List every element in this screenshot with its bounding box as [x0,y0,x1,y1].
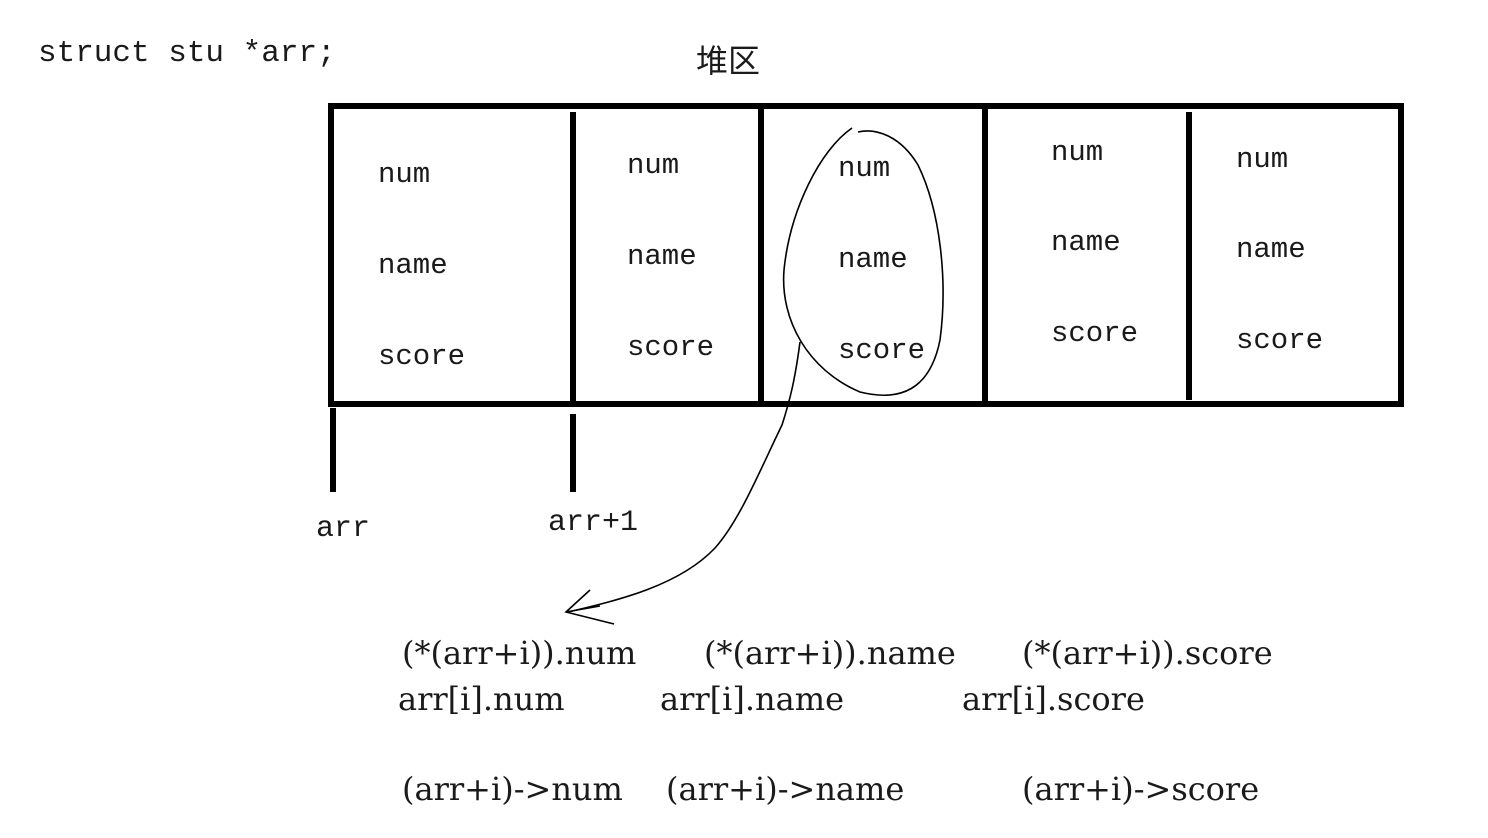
expr-deref-score: (*(arr+i)).score [1022,634,1273,672]
cell-1-field-name: name [627,240,697,273]
declaration-text: struct stu *arr; [38,36,336,71]
heap-label: 堆区 [696,42,761,80]
expr-index-name: arr[i].name [660,680,845,718]
pointer-label-arr-plus-1: arr+1 [548,506,639,540]
expr-arrow-score: (arr+i)->score [1022,770,1260,808]
cell-1-field-score: score [627,331,715,364]
cell-1-field-num: num [627,149,680,182]
cell-4-field-num: num [1236,143,1289,176]
cell-divider-3 [982,108,988,404]
heap-memory-box [328,103,1404,407]
cell-0-field-num: num [378,158,431,191]
cell-4-field-score: score [1236,324,1324,357]
pointer-arr-tick [330,408,336,492]
arrow-head [564,589,615,625]
expr-arrow-name: (arr+i)->name [666,770,905,808]
cell-divider-2 [758,108,764,404]
cell-2-field-num: num [838,152,891,185]
highlight-circle [782,127,944,396]
expr-deref-num: (*(arr+i)).num [402,634,637,672]
expr-index-num: arr[i].num [398,680,565,718]
expr-deref-name: (*(arr+i)).name [704,634,956,672]
cell-0-field-score: score [378,340,466,373]
cell-divider-1 [570,112,576,404]
pointer-label-arr: arr [316,512,371,546]
expr-arrow-num: (arr+i)->num [402,770,623,808]
pointer-arr1-tick [570,414,576,492]
cell-3-field-name: name [1051,226,1121,259]
cell-3-field-num: num [1051,136,1104,169]
cell-2-field-score: score [838,334,926,367]
expr-index-score: arr[i].score [962,680,1145,718]
cell-2-field-name: name [838,243,908,276]
cell-4-field-name: name [1236,233,1306,266]
cell-divider-4 [1186,112,1192,400]
curved-arrow [567,341,801,613]
cell-3-field-score: score [1051,317,1139,350]
cell-0-field-name: name [378,249,448,282]
